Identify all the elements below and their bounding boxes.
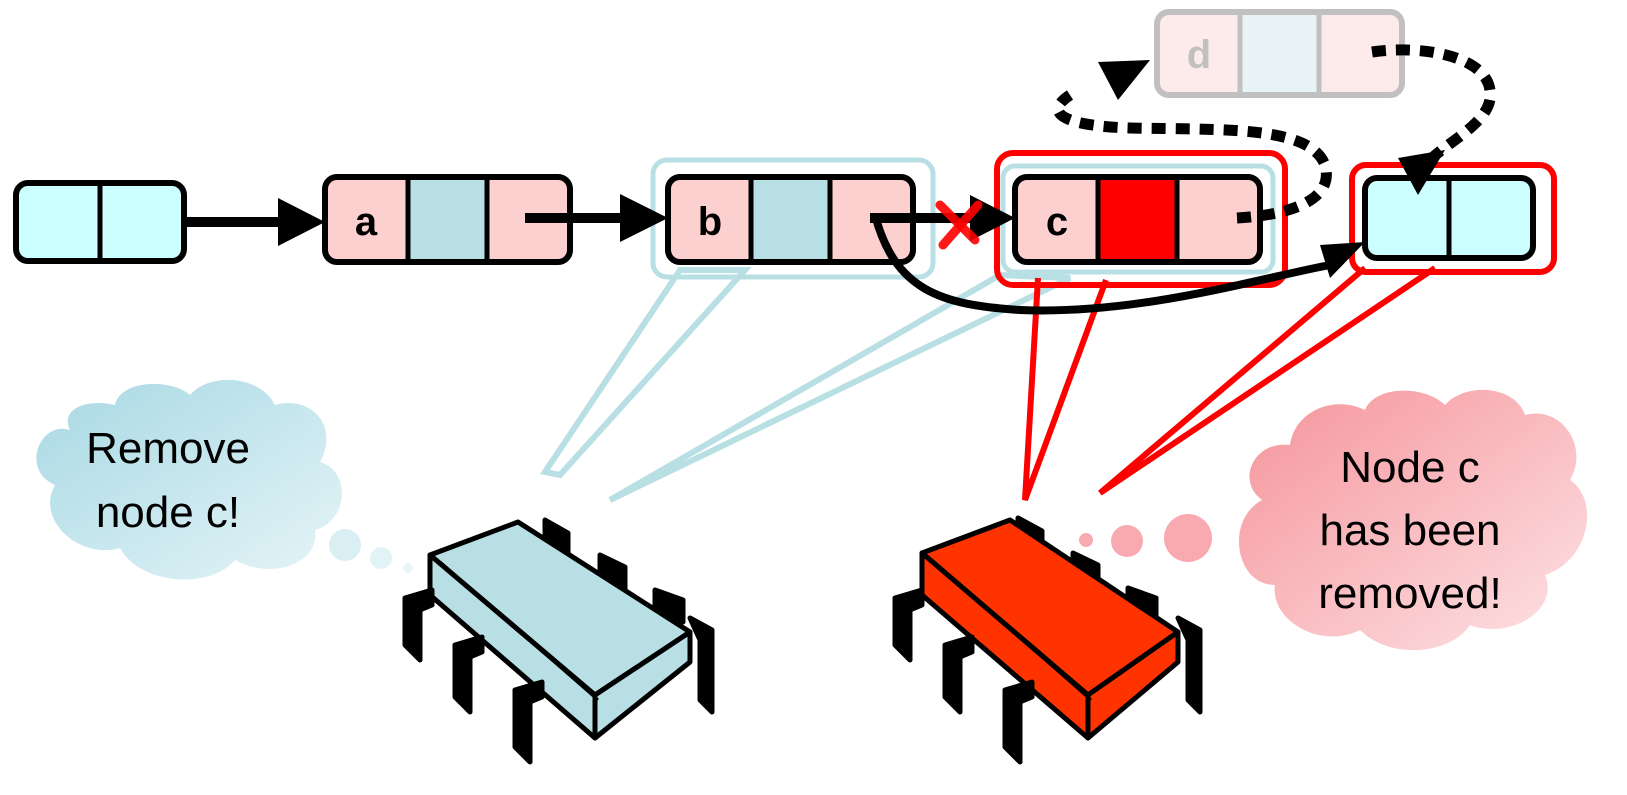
highlight-tail-outline	[1349, 162, 1557, 275]
thread-blue-chip-icon	[402, 517, 715, 765]
curved-arrow-b-to-tail	[871, 213, 1365, 315]
node-a-label: a	[355, 200, 378, 244]
node-b-label: b	[698, 200, 722, 244]
dotted-arrow-d-to-tail	[1371, 44, 1496, 195]
right-cloud-line-1: Node c	[1340, 443, 1479, 492]
right-cloud-line-2: has been	[1319, 506, 1500, 555]
thread-blue-callout	[540, 267, 1072, 503]
arrow-head-to-a	[184, 198, 325, 246]
dotted-arrow-c-to-d	[1052, 60, 1332, 224]
right-cloud-line-3: removed!	[1318, 569, 1501, 618]
left-cloud-line-1: Remove	[86, 424, 250, 473]
node-b: b	[665, 174, 916, 265]
left-thought-cloud: Remove node c!	[36, 379, 413, 580]
right-thought-cloud: Node c has been removed!	[1079, 389, 1588, 651]
node-d: d	[1154, 9, 1405, 98]
tail-node	[1362, 175, 1536, 261]
thread-red-chip-icon	[892, 515, 1203, 765]
node-c-label: c	[1046, 200, 1068, 244]
left-cloud-line-2: node c!	[96, 488, 240, 537]
arrow-a-to-b	[525, 194, 668, 242]
head-node	[13, 180, 187, 264]
node-c: c	[1012, 174, 1263, 265]
thread-red-callout	[1022, 265, 1437, 502]
cut-x-mark	[935, 200, 983, 250]
node-d-label: d	[1187, 33, 1211, 77]
